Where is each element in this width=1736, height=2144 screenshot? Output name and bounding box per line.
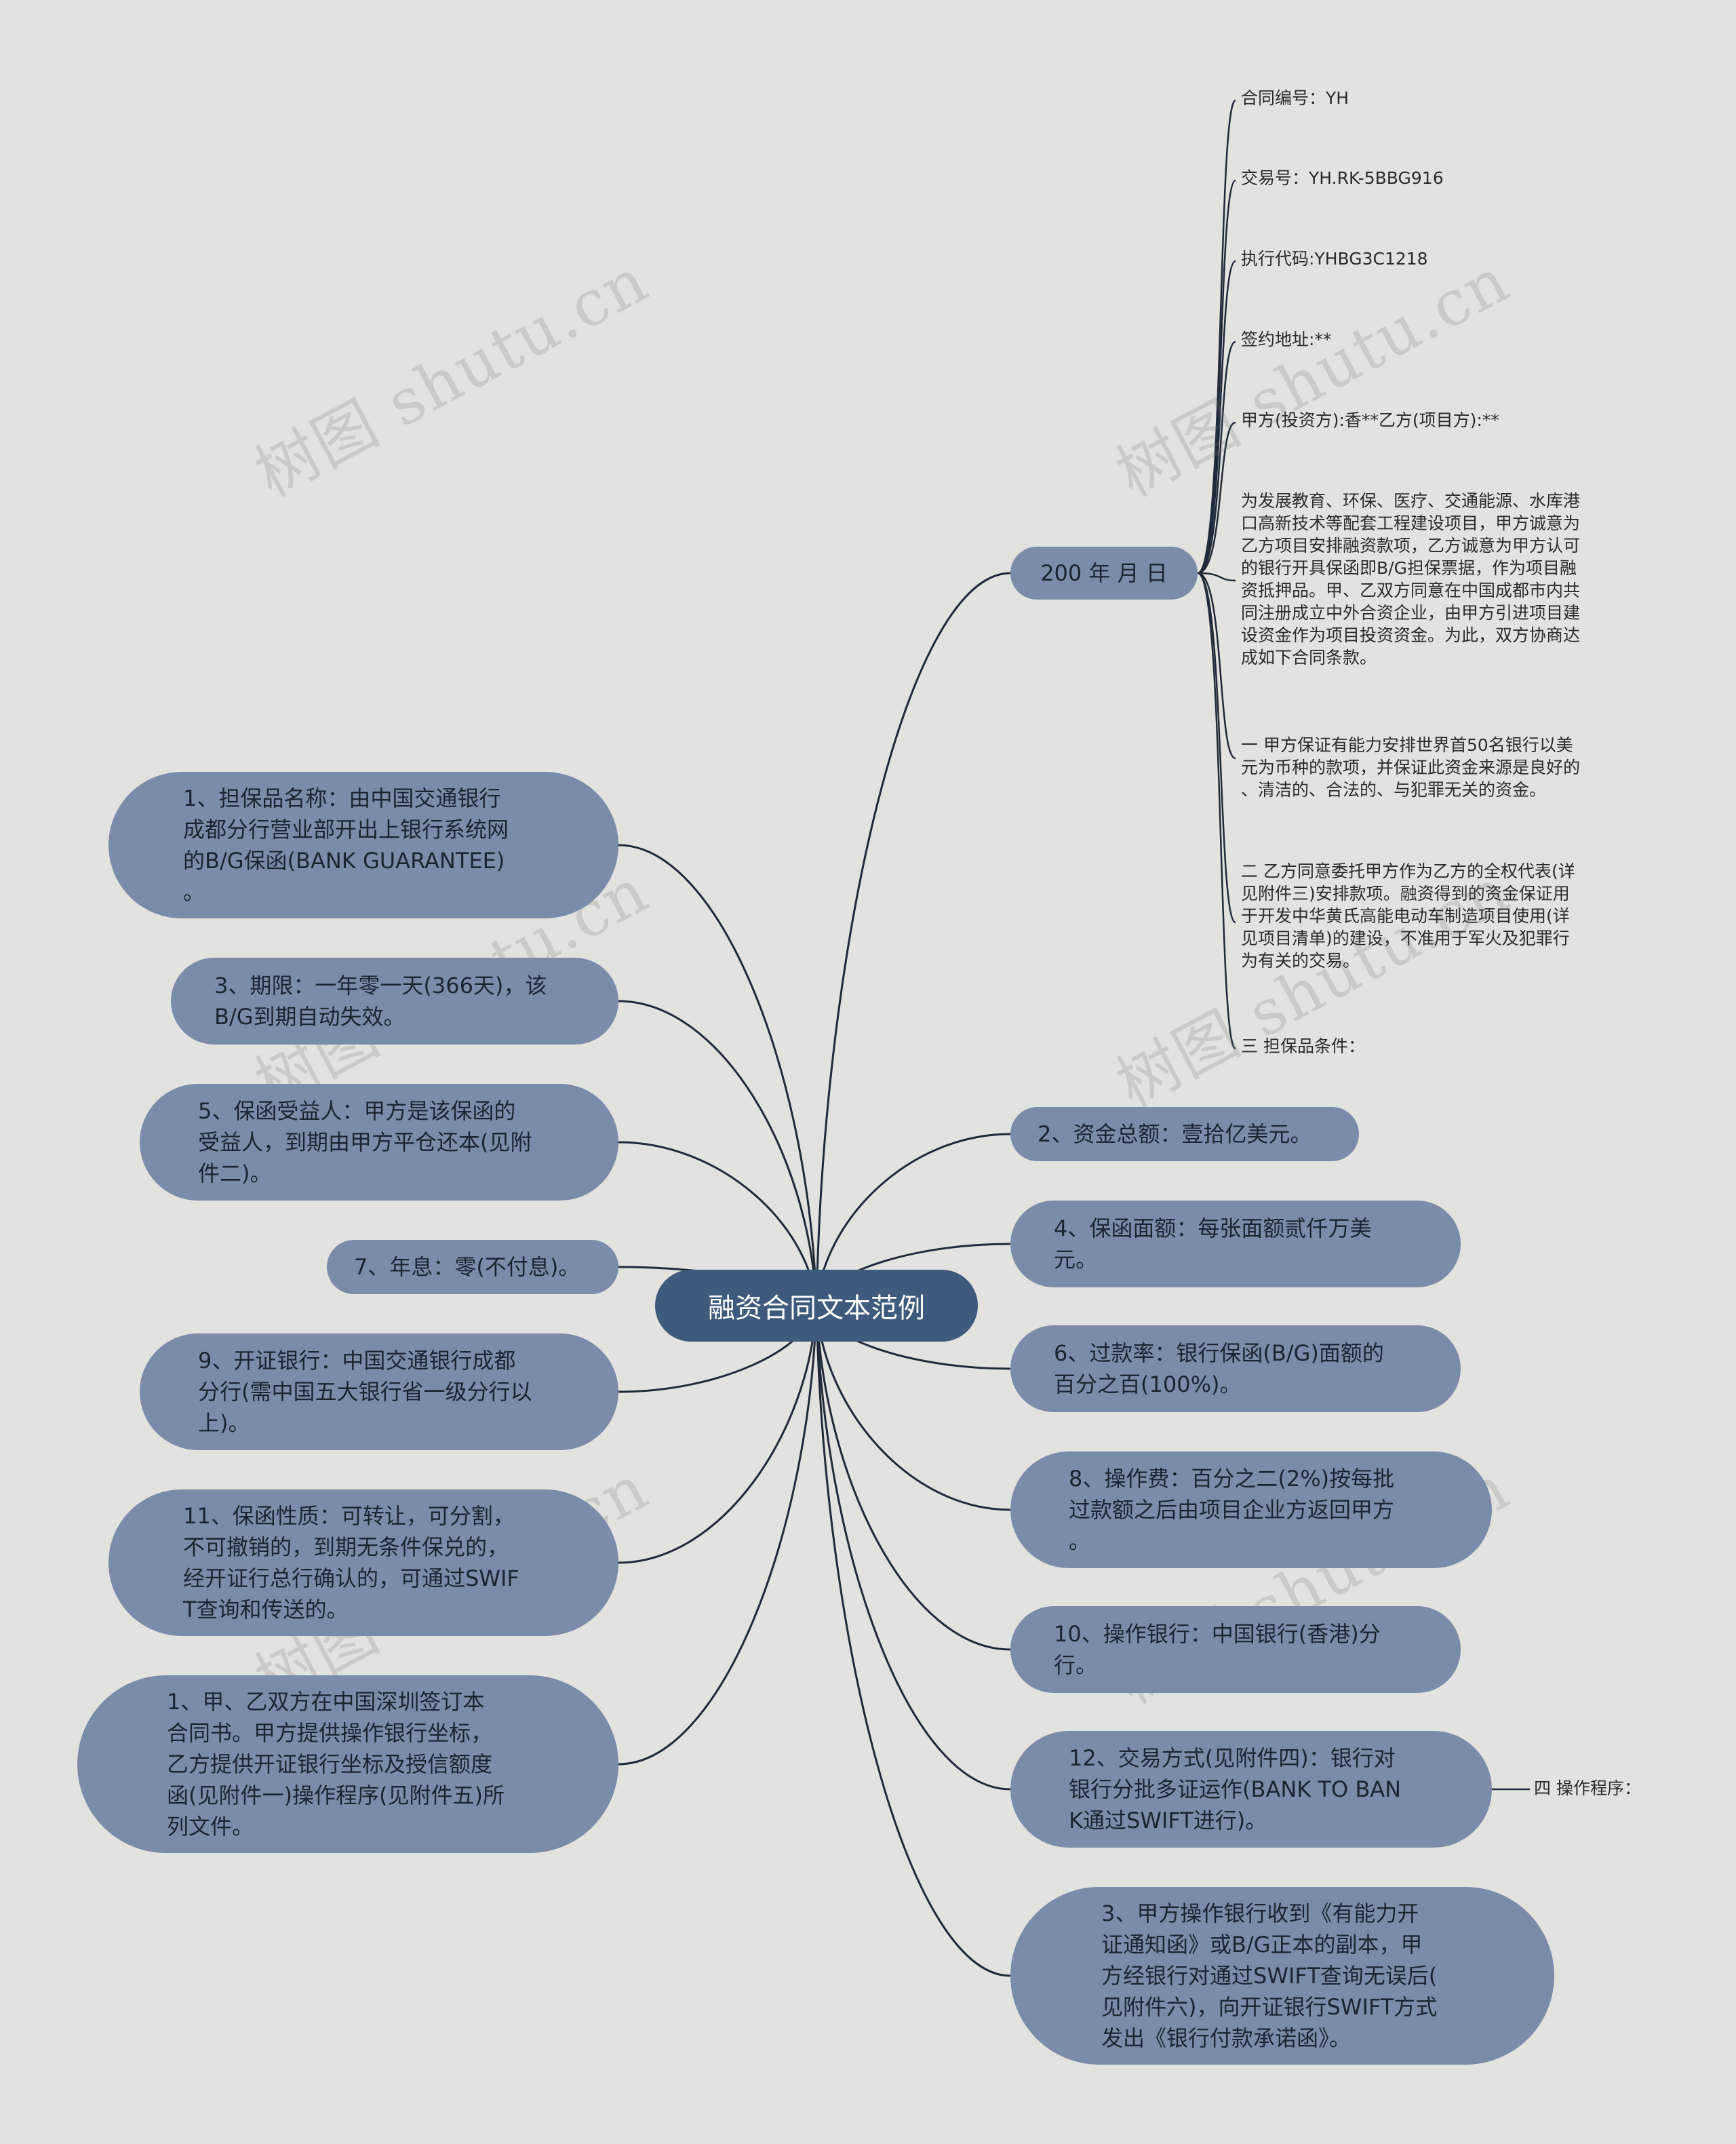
connector [815,1305,1011,1791]
leaf-clause-two: 二 乙方同意委托甲方作为乙方的全权代表(详 见附件三)安排款项。融资得到的资金保… [1241,861,1575,971]
date-node[interactable]: 200 年 月 日 [1010,547,1198,600]
leaf-trade-no: 交易号：YH.RK-5BBG916 [1241,168,1444,188]
connector [618,1305,818,1564]
right-node-6[interactable]: 6、过款率：银行保函(B/G)面额的 百分之百(100%)。 [1010,1325,1461,1412]
connector [1197,572,1237,924]
leaf-clause-three: 三 担保品条件： [1241,1036,1365,1056]
connector [815,572,1011,1306]
connector [618,844,818,1306]
central-topic[interactable]: 融资合同文本范例 [655,1270,978,1342]
left-node-7[interactable]: 7、年息：零(不付息)。 [327,1240,618,1294]
connector [815,1305,1011,1651]
leaf-parties: 甲方(投资方):香**乙方(项目方):** [1241,410,1499,430]
right-node-4[interactable]: 4、保函面额：每张面额贰仟万美 元。 [1010,1201,1461,1287]
leaf-clause-one: 一 甲方保证有能力安排世界首50名银行以美 元为币种的款项，并保证此资金来源是良… [1241,735,1581,800]
right-node-procedure-3[interactable]: 3、甲方操作银行收到《有能力开 证通知函》或B/G正本的副本，甲 方经银行对通过… [1010,1887,1554,2065]
left-node-11[interactable]: 11、保函性质：可转让，可分割， 不可撤销的，到期无条件保兑的， 经开证行总行确… [108,1489,618,1636]
leaf-preamble: 为发展教育、环保、医疗、交通能源、水库港 口高新技术等配套工程建设项目，甲方诚意… [1241,491,1581,667]
connector [1197,179,1237,574]
connector [1197,340,1236,574]
connector [1197,572,1237,1050]
connector [1197,572,1236,582]
connector [815,1305,1011,1977]
connector [1197,260,1237,574]
connector [618,1000,818,1306]
left-node-1[interactable]: 1、担保品名称：由中国交通银行 成都分行营业部开出上银行系统网 的B/G保函(B… [108,772,618,918]
right-node-2[interactable]: 2、资金总额：壹拾亿美元。 [1010,1107,1359,1161]
right-node-10[interactable]: 10、操作银行：中国银行(香港)分 行。 [1010,1606,1461,1693]
date-node-label: 200 年 月 日 [1040,560,1168,586]
leaf-operation-procedure: 四 操作程序： [1534,1778,1641,1798]
right-node-12[interactable]: 12、交易方式(见附件四)：银行对 银行分批多证运作(BANK TO BAN K… [1010,1731,1492,1848]
left-node-signing[interactable]: 1、甲、乙双方在中国深圳签订本 合同书。甲方提供操作银行坐标， 乙方提供开证银行… [77,1675,618,1853]
connector [1197,421,1236,574]
leaf-exec-code: 执行代码:YHBG3C1218 [1241,249,1428,269]
left-node-3[interactable]: 3、期限：一年零一天(366天)，该 B/G到期自动失效。 [171,958,618,1045]
left-node-9[interactable]: 9、开证银行：中国交通银行成都 分行(需中国五大银行省一级分行以 上)。 [140,1333,618,1450]
connector [1197,572,1236,760]
connector [815,1305,1011,1511]
leaf-sign-address: 签约地址:** [1241,330,1332,349]
leaf-contract-no: 合同编号：YH [1241,88,1349,108]
right-node-8[interactable]: 8、操作费：百分之二(2%)按每批 过款额之后由项目企业方返回甲方 。 [1010,1451,1492,1568]
left-node-5[interactable]: 5、保函受益人：甲方是该保函的 受益人，到期由甲方平仓还本(见附 件二)。 [140,1084,618,1201]
connector [618,1305,818,1766]
